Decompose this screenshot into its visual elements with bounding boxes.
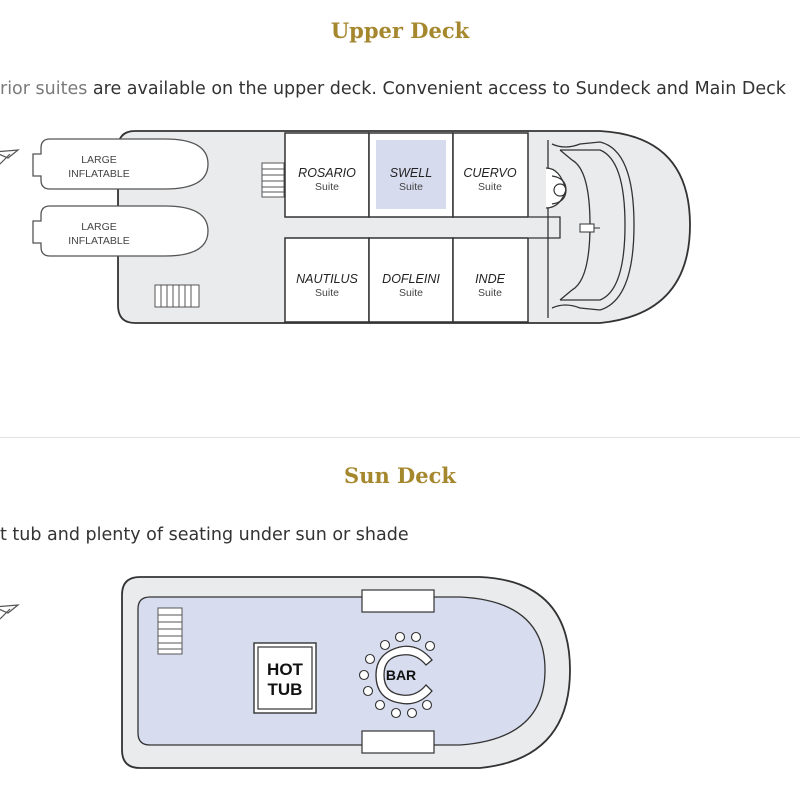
suite-rosario[interactable]: ROSARIO Suite [298, 166, 356, 193]
suite-cuervo-type: Suite [478, 181, 502, 193]
inflatable-1-line2: INFLATABLE [68, 168, 129, 180]
large-inflatable-2: LARGE INFLATABLE [32, 205, 209, 257]
large-inflatable-1: LARGE INFLATABLE [32, 138, 209, 190]
sun-deck-description: t tub and plenty of seating under sun or… [0, 525, 409, 545]
wheelhouse [547, 140, 635, 318]
direction-arrow-icon [0, 149, 20, 165]
suite-nautilus-type: Suite [315, 287, 339, 299]
upper-deck-description-text: are available on the upper deck. Conveni… [87, 79, 786, 99]
toilet-icon [579, 223, 600, 233]
vent-grille-icon [154, 284, 200, 308]
bar-stool-icons [358, 631, 436, 719]
suite-swell[interactable]: SWELL Suite [390, 166, 432, 193]
upper-deck-plan: LARGE INFLATABLE LARGE INFLATABLE [0, 130, 691, 324]
suite-cuervo[interactable]: CUERVO Suite [463, 166, 517, 193]
suite-rosario-type: Suite [315, 181, 339, 193]
stairs-icon [261, 162, 285, 198]
suite-dofleini-type: Suite [399, 287, 423, 299]
corridor [528, 216, 561, 239]
suite-rosario-name: ROSARIO [298, 166, 356, 180]
suite-inde[interactable]: INDE Suite [475, 272, 506, 299]
sun-deck-plan: HOT TUB BAR [0, 576, 571, 769]
stairs-icon [157, 607, 183, 655]
suite-swell-name: SWELL [390, 166, 432, 180]
inflatable-2-line1: LARGE [81, 221, 117, 233]
upper-deck-description-link[interactable]: rior suites [0, 79, 88, 99]
bench-top [361, 589, 435, 613]
sun-deck-title: Sun Deck [344, 463, 456, 488]
suite-dofleini-name: DOFLEINI [382, 272, 440, 286]
bar[interactable]: BAR [358, 631, 436, 719]
upper-deck-title: Upper Deck [330, 18, 470, 43]
suite-swell-highlight [376, 140, 446, 209]
suite-cuervo-name: CUERVO [463, 166, 517, 180]
inflatable-1-line1: LARGE [81, 154, 117, 166]
helm-icon [545, 167, 567, 209]
hot-tub-line2: TUB [268, 680, 303, 699]
suite-nautilus[interactable]: NAUTILUS Suite [296, 272, 358, 299]
inflatable-2-line2: INFLATABLE [68, 235, 129, 247]
sun-deck-area [137, 596, 546, 746]
bar-counter [375, 645, 433, 705]
suite-swell-type: Suite [399, 181, 423, 193]
hot-tub[interactable]: HOT TUB [253, 642, 317, 714]
suite-nautilus-name: NAUTILUS [296, 272, 358, 286]
bar-label: BAR [386, 667, 416, 683]
upper-deck-description: rior suites are available on the upper d… [0, 79, 800, 99]
suite-inde-type: Suite [478, 287, 502, 299]
direction-arrow-icon [0, 604, 20, 620]
suite-inde-name: INDE [475, 272, 506, 286]
bench-bottom [361, 730, 435, 754]
hot-tub-line1: HOT [267, 660, 304, 679]
suite-dofleini[interactable]: DOFLEINI Suite [382, 272, 440, 299]
section-divider [0, 437, 800, 438]
